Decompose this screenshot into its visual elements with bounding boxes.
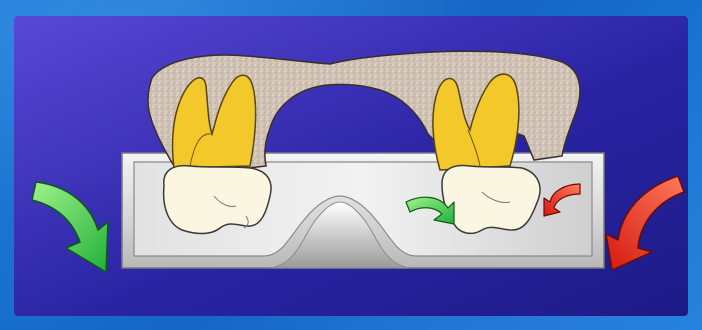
- diagram-panel: [14, 16, 688, 316]
- dental-tray-diagram: [14, 16, 688, 316]
